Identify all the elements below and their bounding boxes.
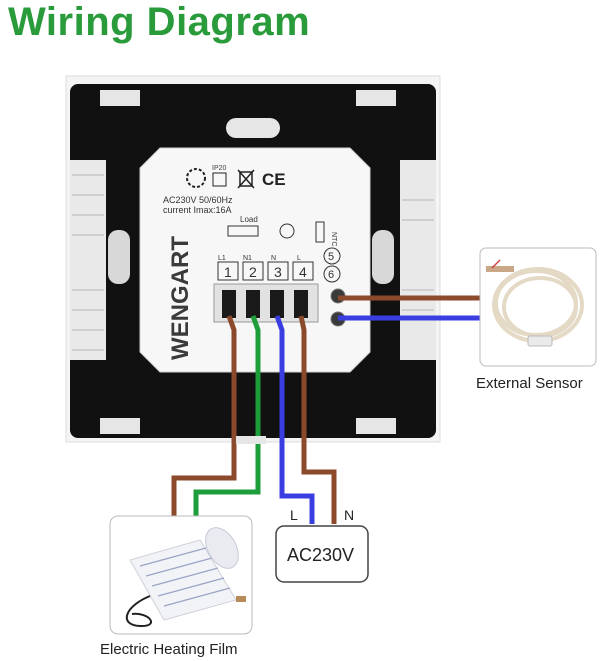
bottom-tab bbox=[236, 436, 266, 444]
spec-line-2: current Imax:16A bbox=[163, 205, 232, 215]
load-label: Load bbox=[240, 215, 258, 224]
heating-film bbox=[125, 527, 246, 628]
brand-logo: WENGART bbox=[167, 236, 194, 360]
terminal-label-2: N1 bbox=[243, 255, 252, 262]
film-caption: Electric Heating Film bbox=[100, 641, 238, 658]
terminal-number-3: 3 bbox=[274, 264, 282, 280]
terminal-number-4: 4 bbox=[299, 264, 307, 280]
terminal-number-6: 6 bbox=[328, 269, 334, 281]
rail-ribs bbox=[72, 174, 434, 351]
terminal-number-1: 1 bbox=[224, 264, 232, 280]
ntc-icon bbox=[315, 221, 325, 243]
power-supply-box bbox=[275, 525, 369, 583]
motor-icon bbox=[279, 223, 295, 239]
sensor-cable bbox=[492, 267, 584, 343]
right-rail bbox=[400, 160, 436, 360]
power-label-n: N bbox=[344, 507, 354, 523]
wire-terminal-2 bbox=[193, 315, 261, 530]
clip bbox=[356, 418, 396, 434]
bin-icon bbox=[237, 169, 255, 189]
terminal-number-2: 2 bbox=[249, 264, 257, 280]
wire-terminal-4 bbox=[298, 315, 337, 524]
terminal-label-1: L1 bbox=[218, 255, 226, 262]
ntc-label: NTC bbox=[330, 232, 337, 246]
terminal-5-ring bbox=[323, 247, 341, 265]
power-supply-label: AC230V bbox=[287, 545, 354, 565]
clip bbox=[100, 90, 140, 106]
recycle-icon bbox=[186, 168, 206, 188]
wire-terminal-1 bbox=[171, 315, 237, 530]
sensor-caption: External Sensor bbox=[476, 375, 583, 392]
screw-terminals bbox=[222, 290, 308, 318]
right-slot bbox=[372, 230, 394, 284]
ip-rating: IP20 bbox=[212, 165, 227, 172]
sensor-tip bbox=[527, 335, 553, 347]
spec-line-1: AC230V 50/60Hz bbox=[163, 195, 233, 205]
terminal-number-5: 5 bbox=[328, 251, 334, 263]
clip bbox=[100, 418, 140, 434]
terminal-6-ring bbox=[323, 265, 341, 283]
left-slot bbox=[108, 230, 130, 284]
sensor-probe bbox=[486, 266, 514, 272]
page-title: Wiring Diagram bbox=[8, 0, 311, 44]
terminal-label-3: N bbox=[271, 255, 276, 262]
terminal-number-boxes bbox=[217, 261, 314, 281]
terminal-label-4: L bbox=[297, 255, 301, 262]
power-label-l: L bbox=[290, 507, 298, 523]
sensor-lead bbox=[491, 259, 501, 269]
left-rail bbox=[70, 160, 106, 360]
square-icon bbox=[212, 172, 227, 187]
clip bbox=[356, 90, 396, 106]
heater-icon bbox=[227, 225, 259, 237]
top-slot bbox=[226, 118, 280, 138]
wire-terminal-3 bbox=[274, 315, 315, 524]
ce-mark: CE bbox=[262, 170, 286, 189]
